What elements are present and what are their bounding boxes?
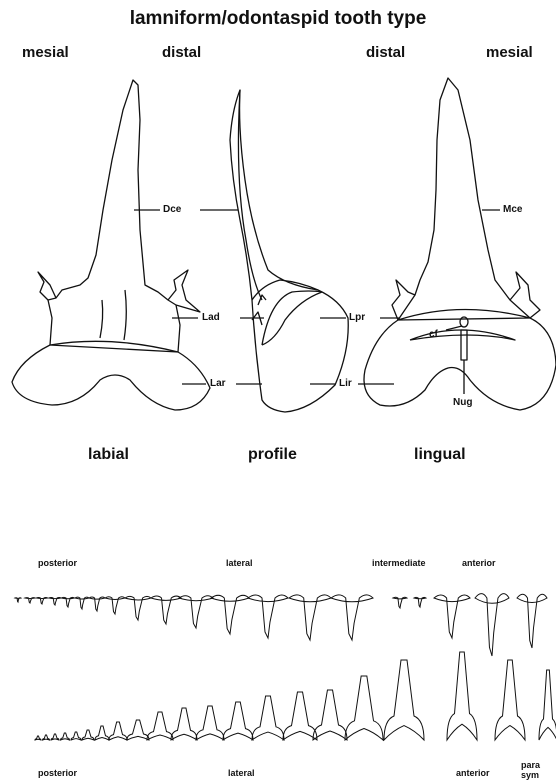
lower-row-tooth bbox=[109, 722, 127, 740]
label-mce: Mce bbox=[503, 204, 522, 215]
label-upper-lateral: lateral bbox=[226, 558, 253, 568]
upper-row-tooth bbox=[211, 595, 249, 634]
label-upper-intermediate: intermediate bbox=[372, 558, 426, 568]
lower-row-tooth bbox=[61, 733, 70, 740]
label-lower-anterior: anterior bbox=[456, 768, 490, 778]
upper-row-tooth bbox=[248, 595, 288, 638]
lower-row-tooth bbox=[447, 652, 477, 740]
lower-row-tooth bbox=[283, 692, 317, 740]
lower-row-tooth bbox=[51, 734, 59, 740]
lower-row-tooth bbox=[539, 670, 556, 740]
label-lingual: lingual bbox=[414, 446, 466, 464]
label-lir: Lir bbox=[339, 378, 352, 389]
label-lar: Lar bbox=[210, 378, 226, 389]
label-lower-posterior: posterior bbox=[38, 768, 77, 778]
label-profile: profile bbox=[248, 446, 297, 464]
upper-row-tooth bbox=[15, 598, 21, 602]
lingual-tooth bbox=[364, 78, 556, 410]
label-upper-posterior: posterior bbox=[38, 558, 77, 568]
label-lower-parasymphyseal-1: para bbox=[521, 760, 540, 770]
upper-row-tooth bbox=[105, 597, 125, 614]
upper-row-tooth bbox=[393, 597, 407, 608]
lower-row-tooth bbox=[171, 708, 197, 740]
upper-row-tooth bbox=[25, 598, 35, 603]
upper-row-tooth bbox=[179, 596, 213, 628]
lower-tooth-row bbox=[35, 652, 556, 740]
lower-row-tooth bbox=[127, 720, 149, 740]
label-lower-lateral: lateral bbox=[228, 768, 255, 778]
lower-row-tooth bbox=[384, 660, 424, 740]
label-labial: labial bbox=[88, 446, 129, 464]
upper-row-tooth bbox=[434, 595, 470, 638]
label-cf: cf bbox=[429, 329, 438, 340]
lower-row-tooth bbox=[95, 726, 109, 740]
profile-tooth bbox=[230, 90, 348, 412]
upper-row-tooth bbox=[89, 597, 105, 611]
label-nug: Nug bbox=[453, 397, 472, 408]
upper-row-tooth bbox=[62, 597, 75, 607]
upper-row-tooth bbox=[75, 597, 89, 609]
upper-row-tooth bbox=[289, 595, 331, 640]
labial-tooth bbox=[12, 80, 210, 410]
label-lower-parasymphyseal-2: sym bbox=[521, 770, 539, 780]
lower-row-tooth bbox=[35, 736, 41, 740]
upper-row-tooth bbox=[37, 598, 48, 604]
lower-row-tooth bbox=[196, 706, 224, 740]
upper-tooth-row bbox=[15, 594, 547, 656]
lower-row-tooth bbox=[147, 712, 173, 740]
upper-row-tooth bbox=[475, 594, 509, 656]
upper-row-tooth bbox=[331, 595, 373, 640]
lower-row-tooth bbox=[43, 735, 50, 740]
lower-row-tooth bbox=[223, 702, 253, 740]
upper-row-tooth bbox=[414, 597, 426, 607]
label-upper-anterior: anterior bbox=[462, 558, 496, 568]
upper-row-tooth bbox=[125, 596, 151, 620]
lower-row-tooth bbox=[495, 660, 525, 740]
lower-row-tooth bbox=[345, 676, 383, 740]
lower-row-tooth bbox=[82, 730, 94, 740]
upper-row-tooth bbox=[49, 597, 61, 605]
label-lpr: Lpr bbox=[349, 312, 365, 323]
lower-row-tooth bbox=[71, 732, 81, 740]
lower-row-tooth bbox=[252, 696, 284, 740]
upper-row-tooth bbox=[151, 596, 181, 624]
upper-row-tooth bbox=[517, 594, 547, 648]
label-dce: Dce bbox=[163, 204, 181, 215]
lower-row-tooth bbox=[313, 690, 347, 740]
label-lad: Lad bbox=[202, 312, 220, 323]
